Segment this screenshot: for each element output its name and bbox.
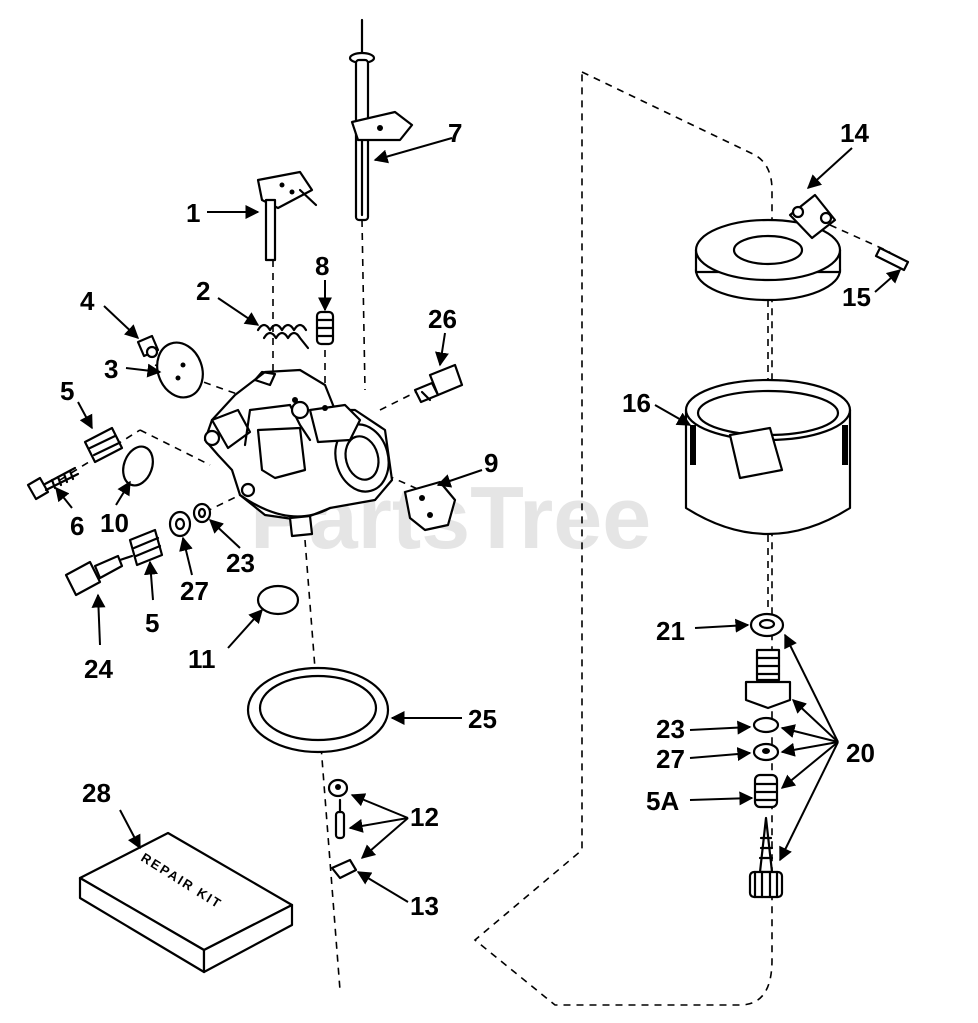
- callout-10: 10: [100, 508, 129, 538]
- callout-1: 1: [186, 198, 200, 228]
- callout-8: 8: [315, 251, 329, 281]
- centerline-washer: [204, 494, 241, 513]
- callout-27-right: 27: [656, 744, 685, 774]
- part-15-pin: [874, 246, 910, 272]
- callout-5-upper: 5: [60, 376, 74, 406]
- centerline-part26: [379, 384, 431, 411]
- part-2-spring: [256, 323, 310, 350]
- callout-12: 12: [410, 802, 439, 832]
- callout-3: 3: [104, 354, 118, 384]
- callout-24: 24: [84, 654, 113, 684]
- part-20-needle-right: [748, 816, 784, 899]
- callout-25: 25: [468, 704, 497, 734]
- callout-15: 15: [842, 282, 871, 312]
- callout-23-right: 23: [656, 714, 685, 744]
- part-3-plate: [156, 341, 204, 399]
- part-12-needle: [334, 798, 346, 840]
- part-10-disc: [122, 445, 154, 487]
- part-8-spring: [315, 310, 335, 346]
- part-28-repair-kit: REPAIR KIT: [78, 831, 294, 974]
- dashed-boundary: [473, 70, 773, 1006]
- part-14-float: [694, 193, 842, 302]
- part-13-clip: [330, 858, 358, 880]
- part-1-lever: [256, 170, 318, 262]
- callout-6: 6: [70, 511, 84, 541]
- part-16-bowl: [684, 378, 852, 536]
- leader-lines: [55, 137, 902, 903]
- callout-4: 4: [80, 286, 95, 316]
- callout-7: 7: [448, 118, 462, 148]
- part-12-nut: [327, 778, 349, 798]
- callout-9: 9: [484, 448, 498, 478]
- part-21-nut: [749, 612, 785, 638]
- part-27-washer-right: [752, 742, 780, 762]
- callout-14: 14: [840, 118, 869, 148]
- throttle-shaft: [348, 18, 414, 222]
- centerline-shaft: [361, 219, 366, 391]
- callout-16: 16: [622, 388, 651, 418]
- centerline-screw6: [59, 429, 141, 481]
- callout-23-left: 23: [226, 548, 255, 578]
- centerline-bottom: [304, 539, 341, 991]
- carburetor-body: [203, 368, 394, 538]
- part-6-screw: [26, 466, 80, 501]
- part-26-fitting: [413, 363, 464, 404]
- part-5-spring-upper: [83, 426, 124, 464]
- callout-20: 20: [846, 738, 875, 768]
- centerline-part9: [374, 469, 421, 491]
- callout-5a: 5A: [646, 786, 679, 816]
- part-5a-spring-right: [753, 773, 779, 809]
- callout-2: 2: [196, 276, 210, 306]
- callout-28: 28: [82, 778, 111, 808]
- part-24-needle: [64, 554, 134, 597]
- part-23-washer-right: [752, 716, 780, 734]
- part-20-bowl-screw: [744, 648, 792, 710]
- callout-26: 26: [428, 304, 457, 334]
- part-11-disc: [256, 584, 300, 616]
- part-25-ring: [246, 666, 390, 754]
- callout-labels: 1 2 3 4 5 6 10 7 8 26 9 27 23 5 24 11 25…: [60, 118, 875, 921]
- callout-21: 21: [656, 616, 685, 646]
- callout-11: 11: [188, 644, 216, 674]
- part-27-washer-mid: [168, 510, 192, 538]
- callout-27-left: 27: [180, 576, 209, 606]
- callout-5-lower: 5: [145, 608, 159, 638]
- part-23-washer-mid: [192, 502, 212, 524]
- centerline-screw6b: [139, 429, 211, 466]
- part-4-screw: [136, 334, 160, 359]
- part-5-spring-lower: [128, 528, 164, 567]
- callout-13: 13: [410, 891, 439, 921]
